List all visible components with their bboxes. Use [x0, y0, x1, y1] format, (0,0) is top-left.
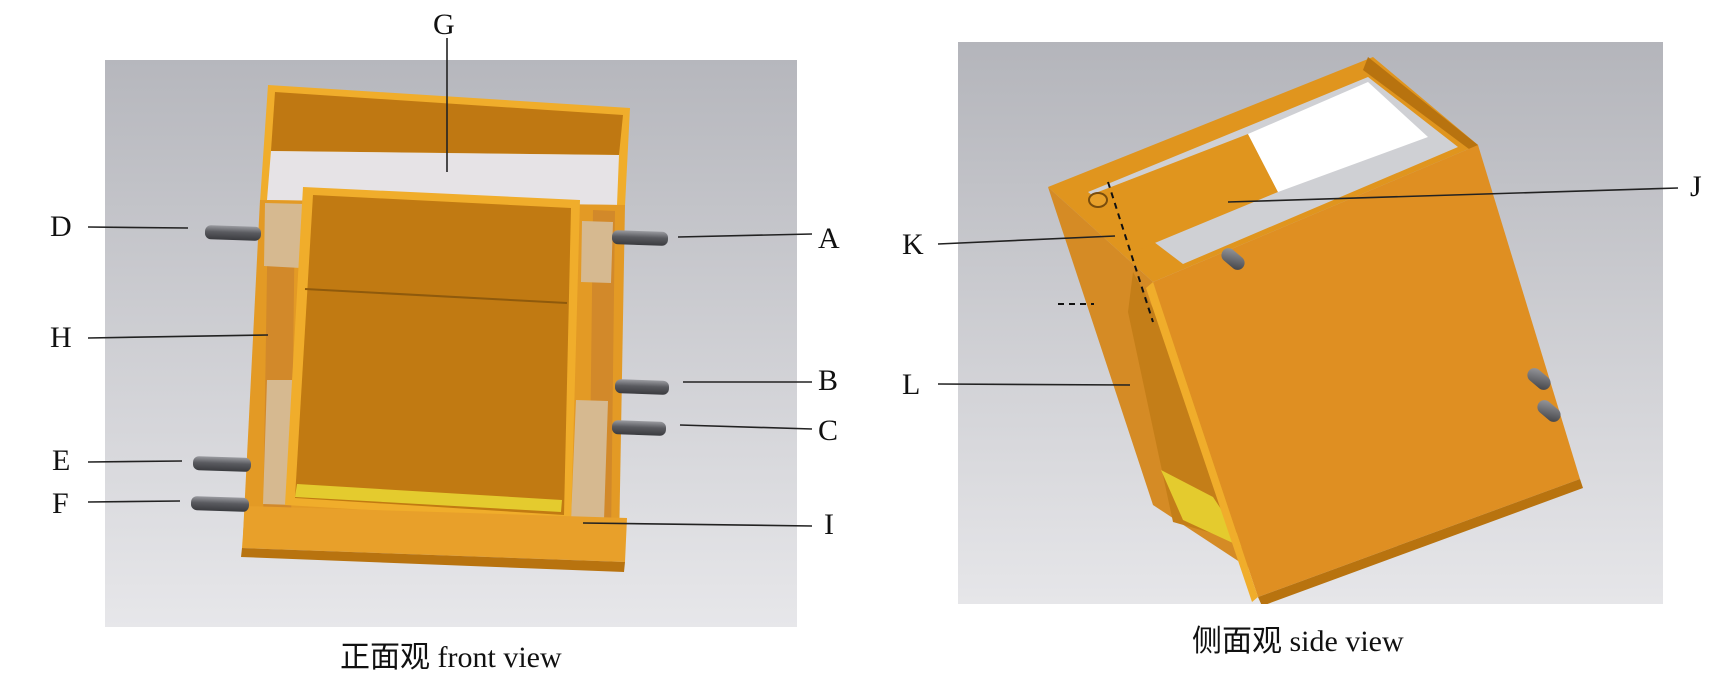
- label-K: K: [902, 228, 924, 261]
- leader-D: [87, 226, 189, 229]
- inner-box-seam: [304, 288, 568, 304]
- cream-panel-upper-right: [581, 221, 613, 283]
- top-frame-hole: [1088, 192, 1108, 208]
- label-H: H: [50, 321, 72, 354]
- top-frame-window: [1248, 82, 1428, 192]
- leader-C: [679, 424, 813, 430]
- rod-E: [192, 456, 252, 472]
- top-frame-back-panel: [1098, 134, 1278, 252]
- hidden-line-J: [1107, 181, 1154, 323]
- front-view-panel: [105, 60, 797, 627]
- inner-box-bottom-strip: [295, 484, 562, 512]
- leader-E: [87, 460, 183, 463]
- label-I: I: [824, 508, 834, 541]
- side-view-panel: [958, 42, 1663, 604]
- leader-I: [582, 522, 813, 527]
- label-C: C: [818, 414, 839, 447]
- label-A: A: [818, 222, 840, 255]
- rod-A: [611, 230, 669, 246]
- label-L: L: [902, 368, 921, 401]
- top-frame-inner-edge: [1363, 57, 1478, 152]
- leader-J: [1227, 187, 1679, 203]
- front-face: [1153, 145, 1580, 597]
- base-plate-edge: [241, 548, 625, 572]
- side-view-caption: 侧面观 side view: [1192, 625, 1404, 658]
- leader-L: [937, 383, 1131, 386]
- peg-upper: [1221, 248, 1245, 270]
- label-E: E: [52, 444, 71, 477]
- rod-C: [611, 420, 667, 436]
- cream-panel-lower-right: [571, 400, 608, 520]
- cream-panel-upper-left: [264, 203, 304, 268]
- label-G: G: [433, 8, 455, 41]
- rod-B: [614, 379, 670, 395]
- label-B: B: [818, 364, 839, 397]
- leader-F: [87, 500, 181, 503]
- rod-F: [190, 496, 250, 512]
- front-face-edge: [1258, 479, 1583, 604]
- base-plate-I: [242, 506, 627, 562]
- front-view-drawing: [105, 60, 797, 627]
- inner-floor-yellow: [1161, 470, 1248, 550]
- label-D: D: [50, 210, 72, 243]
- label-F: F: [52, 487, 69, 520]
- side-view-drawing: [958, 42, 1663, 604]
- label-J: J: [1690, 170, 1702, 203]
- front-face-left-edge: [1146, 282, 1258, 602]
- inner-box: [295, 195, 571, 515]
- peg-right-lower: [1537, 400, 1561, 422]
- front-view-caption: 正面观 front view: [340, 641, 562, 674]
- rod-D: [204, 225, 262, 241]
- leader-H: [87, 334, 269, 339]
- leader-K: [937, 235, 1116, 245]
- peg-right-upper: [1527, 368, 1551, 390]
- leader-A: [677, 233, 813, 238]
